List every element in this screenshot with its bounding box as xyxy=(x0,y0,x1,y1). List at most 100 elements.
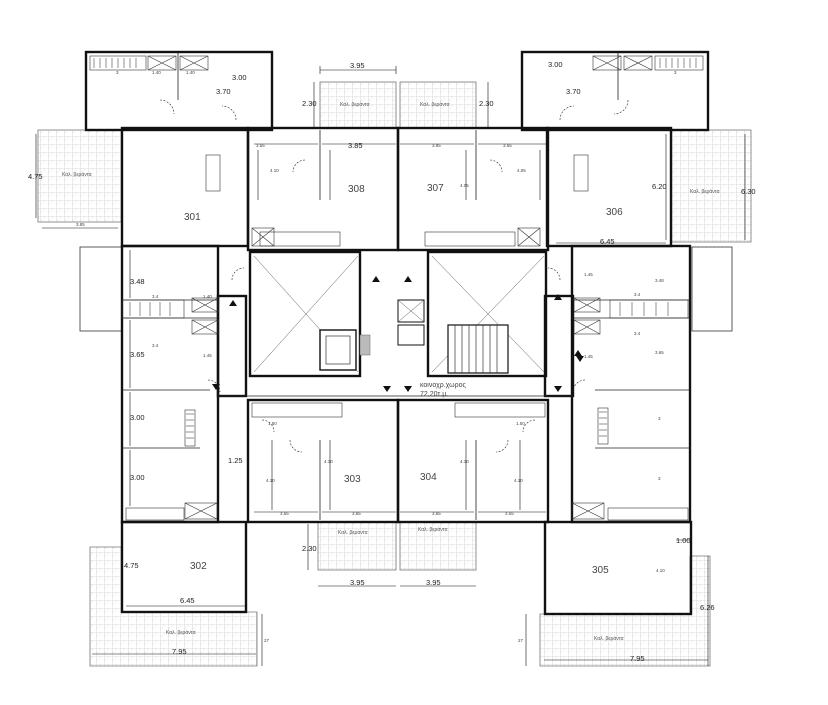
dim-label: 3.4 xyxy=(634,292,641,297)
dim-label: 3.85 xyxy=(432,143,441,148)
dim-label: 6.30 xyxy=(741,187,756,196)
dim-label: 4.10 xyxy=(460,459,469,464)
common-area-size: 72.20τ.μ. xyxy=(420,391,448,398)
balcony-305 xyxy=(539,555,711,667)
balcony-307 xyxy=(399,81,477,129)
dim-label: 6.45 xyxy=(180,596,195,605)
balcony-labels: Καλ. βεράντα Καλ. βεράντα Καλ. βεράντα Κ… xyxy=(62,101,720,642)
balcony-306 xyxy=(670,129,752,243)
core xyxy=(212,255,584,392)
dim-label: 3.85 xyxy=(76,222,85,227)
dim-label: 4.75 xyxy=(124,561,139,570)
dim-label: 1.50 xyxy=(268,421,277,426)
dim-label: 4.10 xyxy=(514,478,523,483)
dim-label: 3.65 xyxy=(130,350,145,359)
dim-label: 3.55 xyxy=(505,511,514,516)
dim-label: 3.4 xyxy=(152,294,159,299)
dim-label: 3 xyxy=(116,70,119,75)
dim-label: 1.50 xyxy=(516,421,525,426)
balcony-label: Καλ. βεράντα xyxy=(340,101,370,108)
walls xyxy=(84,50,710,616)
balcony-label: Καλ. βεράντα xyxy=(690,188,720,195)
dim-label: 3.95 xyxy=(350,61,365,70)
dim-label: 3.65 xyxy=(352,511,361,516)
dim-label: 4.10 xyxy=(270,168,279,173)
unit-labels: 301 302 303 304 305 306 307 308 xyxy=(184,183,623,576)
dim-label: 6.20 xyxy=(652,182,667,191)
dim-label: 3.65 xyxy=(655,350,664,355)
balcony-label: Καλ. βεράντα xyxy=(594,635,624,642)
dim-label: 4.10 xyxy=(656,568,665,573)
dim-label: 1.45 xyxy=(584,354,593,359)
dim-label: 3.95 xyxy=(426,578,441,587)
side-box-right xyxy=(691,246,733,332)
unit-label-304: 304 xyxy=(420,472,437,483)
dim-label: 27 xyxy=(264,638,270,643)
dim-label: 1.25 xyxy=(228,456,243,465)
dim-label: 1.45 xyxy=(203,353,212,358)
dim-label: 1.00 xyxy=(676,536,691,545)
dim-label: 3.55 xyxy=(280,511,289,516)
dim-label: 4.05 xyxy=(460,183,469,188)
dim-label: 3.4 xyxy=(634,331,641,336)
unit-label-302: 302 xyxy=(190,561,207,572)
dim-label: 3 xyxy=(658,476,661,481)
stairs xyxy=(447,324,509,374)
balcony-label: Καλ. βεράντα xyxy=(418,526,448,533)
dim-label: 3.85 xyxy=(348,141,363,150)
unit-label-308: 308 xyxy=(348,184,365,195)
balcony-label: Καλ. βεράντα xyxy=(166,629,196,636)
dim-label: 4.10 xyxy=(324,459,333,464)
common-area-label: κοινοχρ.χωρος xyxy=(420,382,466,389)
dim-label: 3 xyxy=(658,416,661,421)
dim-label: 3.48 xyxy=(130,277,145,286)
dim-label: 2.30 xyxy=(302,99,317,108)
dim-label: 3.48 xyxy=(655,278,664,283)
dim-label: 4.75 xyxy=(28,172,43,181)
balcony-label: Καλ. βεράντα xyxy=(338,529,368,536)
up-arrow-icons xyxy=(229,276,582,356)
dim-label: 4.05 xyxy=(517,168,526,173)
dim-label: 3.00 xyxy=(232,73,247,82)
balcony-308 xyxy=(319,81,397,129)
balcony-label: Καλ. βεράντα xyxy=(62,171,92,178)
dim-label: 1.40 xyxy=(186,70,195,75)
side-box-left xyxy=(79,246,123,332)
down-arrow-icons xyxy=(212,356,584,392)
balcony-label: Καλ. βεράντα xyxy=(420,101,450,108)
dim-label: 2.30 xyxy=(479,99,494,108)
dim-label: 4.10 xyxy=(266,478,275,483)
dim-label: 3.00 xyxy=(548,60,563,69)
dim-label: 3 xyxy=(674,70,677,75)
dim-label: 3.70 xyxy=(216,87,231,96)
dim-label: 3.00 xyxy=(130,473,145,482)
balcony-304 xyxy=(399,521,477,571)
dim-label: 1.40 xyxy=(203,294,212,299)
unit-label-306: 306 xyxy=(606,207,623,218)
dim-label: 7.95 xyxy=(630,654,645,663)
dim-label: 6.45 xyxy=(600,237,615,246)
fixtures xyxy=(89,55,704,521)
dim-label: 1.45 xyxy=(584,272,593,277)
balconies xyxy=(37,81,752,667)
unit-label-301: 301 xyxy=(184,212,201,223)
dim-label: 3.4 xyxy=(152,343,159,348)
dim-label: 3.00 xyxy=(130,413,145,422)
dimension-labels: 3.95 2.30 2.30 3.00 3.70 3.00 3.70 3.85 … xyxy=(28,60,756,663)
dim-label: 3.70 xyxy=(566,87,581,96)
dim-label: 27 xyxy=(518,638,524,643)
dim-label: 3.95 xyxy=(350,578,365,587)
dim-label: 3.65 xyxy=(432,511,441,516)
balcony-303 xyxy=(317,521,397,571)
dim-label: 2.30 xyxy=(302,544,317,553)
unit-label-305: 305 xyxy=(592,565,609,576)
dim-label: 3.55 xyxy=(503,143,512,148)
unit-label-307: 307 xyxy=(427,183,444,194)
dim-label: 1.40 xyxy=(152,70,161,75)
dim-label: 3.55 xyxy=(256,143,265,148)
dimension-lines xyxy=(35,66,746,666)
dim-label: 7.95 xyxy=(172,647,187,656)
unit-label-303: 303 xyxy=(344,474,361,485)
balcony-301 xyxy=(37,129,123,223)
